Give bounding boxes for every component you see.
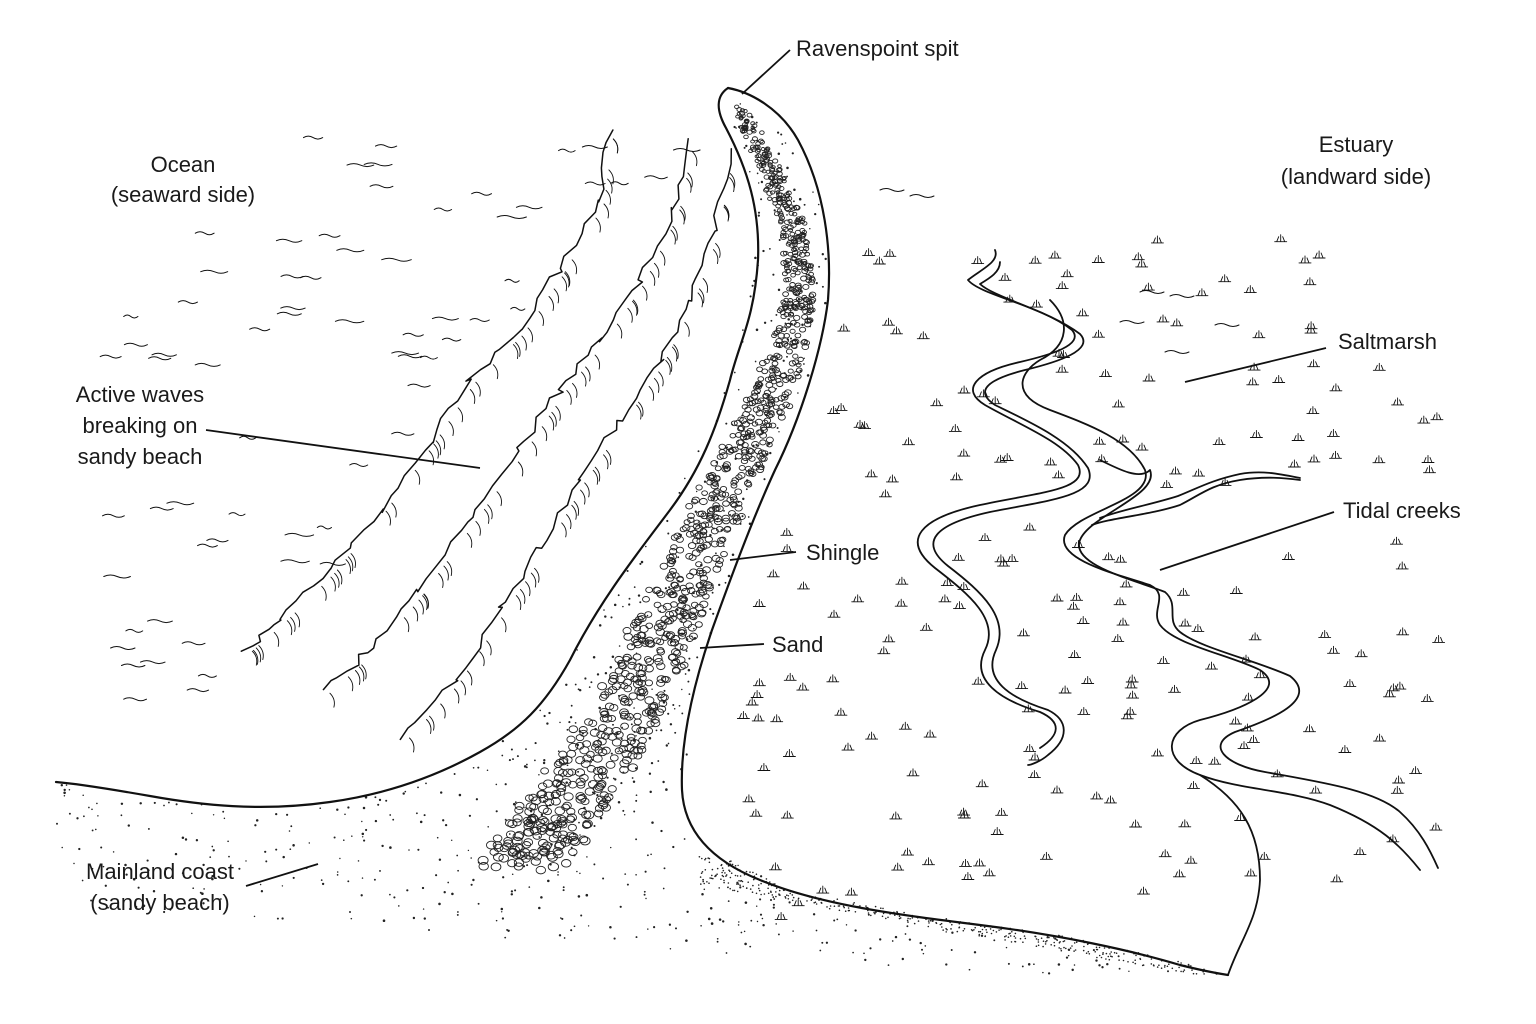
label-estuary-sub: (landward side) [1281,164,1431,189]
leader-mainland [245,863,319,887]
label-spit: Ravenspoint spit [796,36,959,61]
label-mainland: Mainland coast [86,859,234,884]
leader-saltmarsh [1184,347,1327,383]
label-waves-3: sandy beach [78,444,203,469]
spit-seaward-edge [54,86,760,808]
ocean-ripples [99,135,701,702]
leader-tidal-creeks [1159,511,1335,571]
label-estuary: Estuary [1319,132,1394,157]
label-waves-1: Active waves [76,382,204,407]
spit-landward-edge [680,86,1230,977]
shingle-pebbles [477,104,817,875]
sand-stipple [56,103,1218,975]
label-shingle: Shingle [806,540,879,565]
label-ocean-sub: (seaward side) [111,182,255,207]
estuary-ripples [879,188,1240,354]
leader-waves [205,429,481,469]
label-waves-2: breaking on [83,413,198,438]
label-sand: Sand [772,632,823,657]
leader-sand [699,643,765,649]
saltmarsh-tufts [736,234,1446,920]
leader-shingle [729,551,797,561]
label-ocean: Ocean [151,152,216,177]
label-tidal-creeks: Tidal creeks [1343,498,1461,523]
breaking-waves [240,129,736,753]
label-saltmarsh: Saltmarsh [1338,329,1437,354]
tidal-creeks [916,249,1439,976]
leader-spit [741,49,791,95]
label-mainland-sub: (sandy beach) [90,890,229,915]
